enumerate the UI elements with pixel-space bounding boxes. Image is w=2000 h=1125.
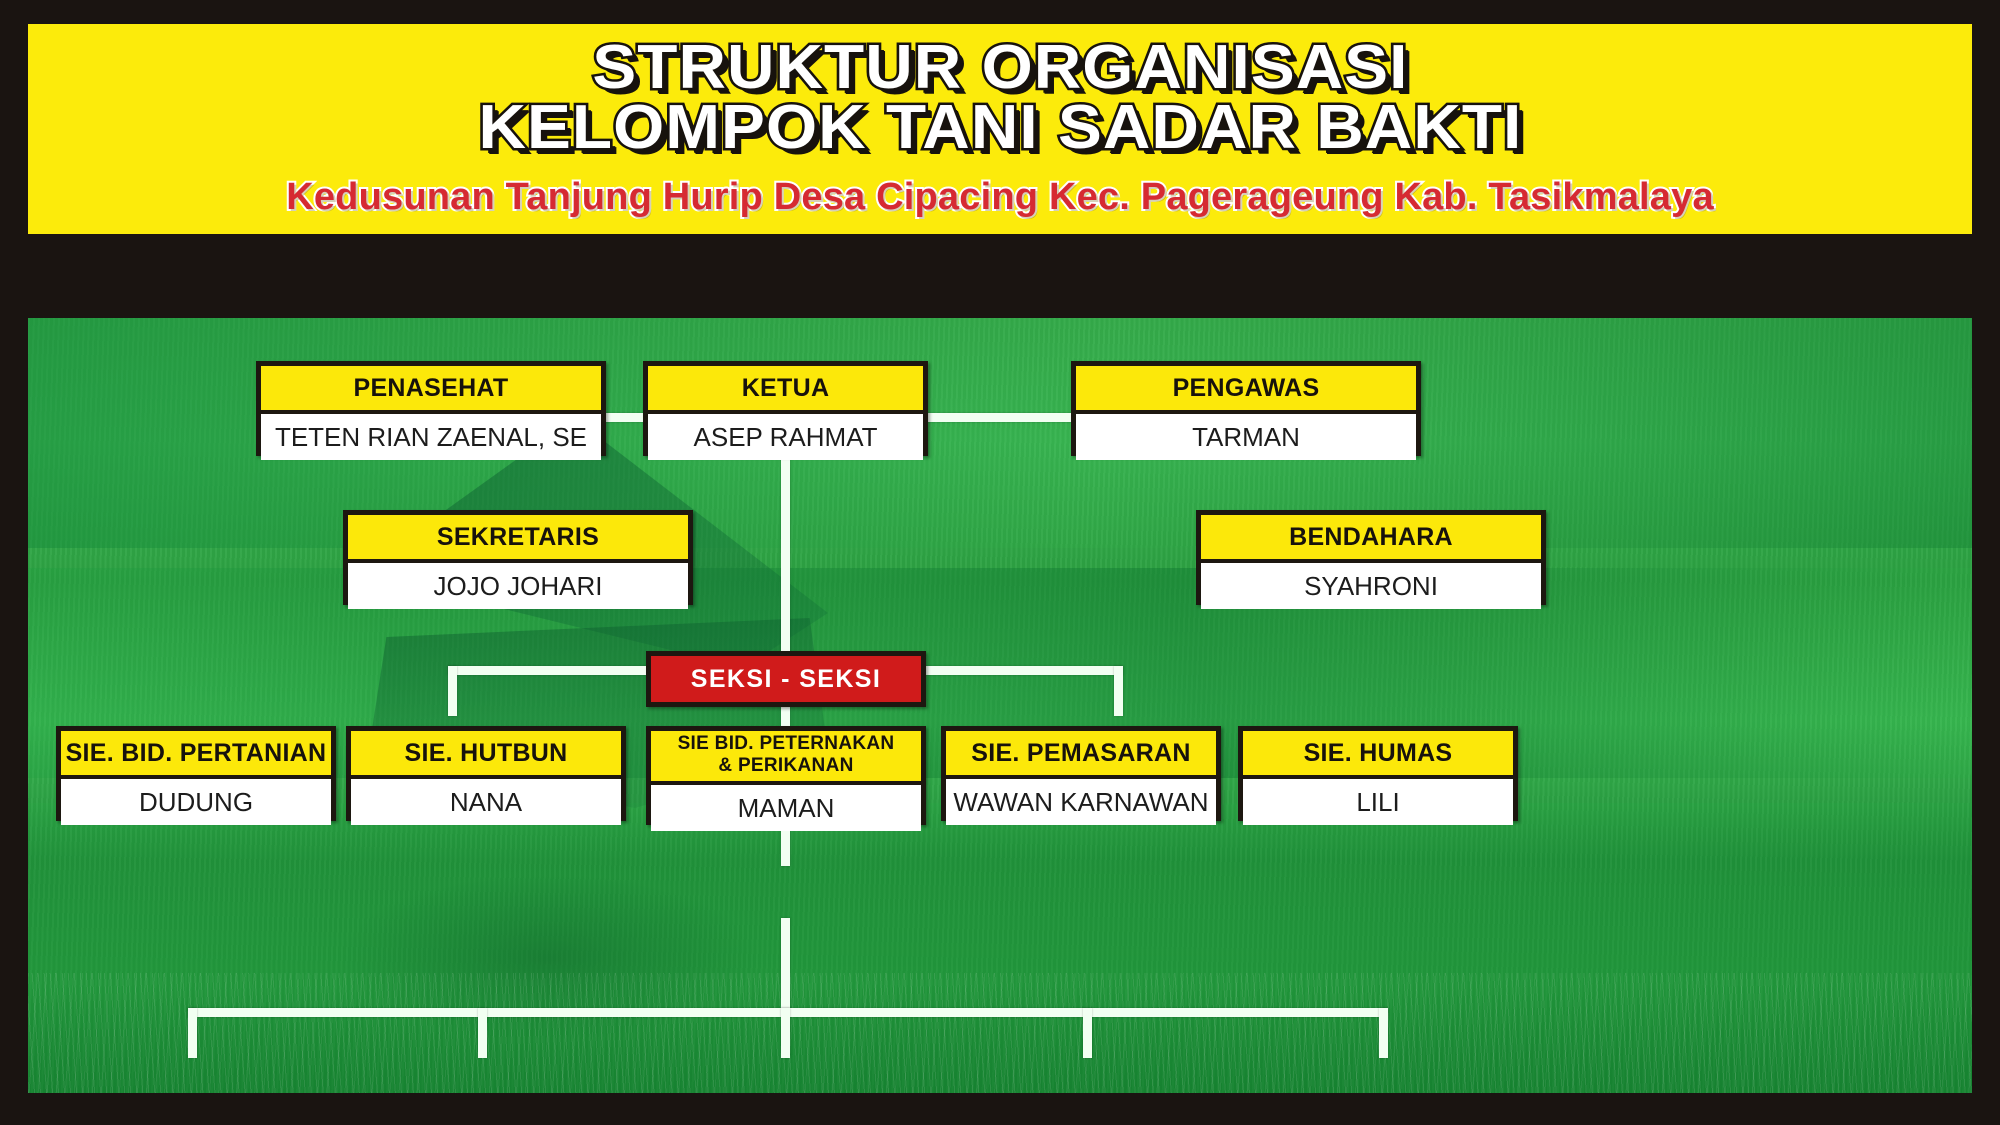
node-hutbun-role: SIE. HUTBUN: [351, 731, 621, 779]
node-sie-pemasaran[interactable]: SIE. PEMASARAN WAWAN KARNAWAN: [941, 726, 1221, 825]
node-sekretaris-role: SEKRETARIS: [348, 515, 688, 563]
node-humas-name: LILI: [1243, 779, 1513, 825]
node-penasehat-role: PENASEHAT: [261, 366, 601, 414]
node-hutbun-name: NANA: [351, 779, 621, 825]
connector-ketua-pengawas: [923, 413, 1075, 422]
node-sie-bid-pertanian[interactable]: SIE. BID. PERTANIAN DUDUNG: [56, 726, 336, 825]
connector-drop-bendahara: [1114, 666, 1123, 716]
node-pemasaran-role: SIE. PEMASARAN: [946, 731, 1216, 779]
node-ketua[interactable]: KETUA ASEP RAHMAT: [643, 361, 928, 460]
title-line-2: KELOMPOK TANI SADAR BAKTI: [475, 93, 1523, 163]
node-ketua-role: KETUA: [648, 366, 923, 414]
node-penasehat-name: TETEN RIAN ZAENAL, SE: [261, 414, 601, 460]
title-line-1: STRUKTUR ORGANISASI: [589, 33, 1409, 102]
connector-drop-sekretaris: [448, 666, 457, 716]
node-sekretaris-name: JOJO JOHARI: [348, 563, 688, 609]
node-pengawas-name: TARMAN: [1076, 414, 1416, 460]
connector-drop-pertanian: [188, 1008, 197, 1058]
node-humas-role: SIE. HUMAS: [1243, 731, 1513, 779]
node-pengawas-role: PENGAWAS: [1076, 366, 1416, 414]
node-pemasaran-name: WAWAN KARNAWAN: [946, 779, 1216, 825]
node-peternakan-role-line1: SIE BID. PETERNAKAN: [677, 733, 895, 754]
node-seksi-seksi[interactable]: SEKSI - SEKSI: [646, 651, 926, 707]
node-pertanian-role: SIE. BID. PERTANIAN: [61, 731, 331, 779]
node-penasehat[interactable]: PENASEHAT TETEN RIAN ZAENAL, SE: [256, 361, 606, 460]
chart-panel: PENASEHAT TETEN RIAN ZAENAL, SE KETUA AS…: [28, 318, 1972, 1093]
header-banner: STRUKTUR ORGANISASI KELOMPOK TANI SADAR …: [28, 24, 1972, 234]
node-pengawas[interactable]: PENGAWAS TARMAN: [1071, 361, 1421, 460]
connector-drop-humas: [1379, 1008, 1388, 1058]
node-bendahara-name: SYAHRONI: [1201, 563, 1541, 609]
node-pertanian-name: DUDUNG: [61, 779, 331, 825]
node-sie-bid-peternakan-perikanan[interactable]: SIE BID. PETERNAKAN & PERIKANAN MAMAN: [646, 726, 926, 831]
connector-drop-pemasaran: [1083, 1008, 1092, 1058]
poster-title: STRUKTUR ORGANISASI KELOMPOK TANI SADAR …: [475, 34, 1523, 161]
node-peternakan-role-line2: & PERIKANAN: [718, 755, 854, 776]
poster-subtitle: Kedusunan Tanjung Hurip Desa Cipacing Ke…: [284, 174, 1715, 220]
connector-seksi-stem: [781, 918, 790, 1013]
grass-texture: [28, 973, 1972, 1093]
node-bendahara-role: BENDAHARA: [1201, 515, 1541, 563]
node-sie-humas[interactable]: SIE. HUMAS LILI: [1238, 726, 1518, 825]
node-peternakan-name: MAMAN: [651, 785, 921, 831]
node-peternakan-role: SIE BID. PETERNAKAN & PERIKANAN: [651, 731, 921, 785]
node-bendahara[interactable]: BENDAHARA SYAHRONI: [1196, 510, 1546, 609]
rice-field-background-lower: [28, 803, 1972, 1093]
connector-ketua-stem: [781, 448, 790, 670]
connector-drop-hutbun: [478, 1008, 487, 1058]
node-sekretaris[interactable]: SEKRETARIS JOJO JOHARI: [343, 510, 693, 609]
node-ketua-name: ASEP RAHMAT: [648, 414, 923, 460]
node-seksi-label: SEKSI - SEKSI: [690, 665, 882, 693]
connector-drop-peternakan: [781, 1008, 790, 1058]
node-sie-hutbun[interactable]: SIE. HUTBUN NANA: [346, 726, 626, 825]
